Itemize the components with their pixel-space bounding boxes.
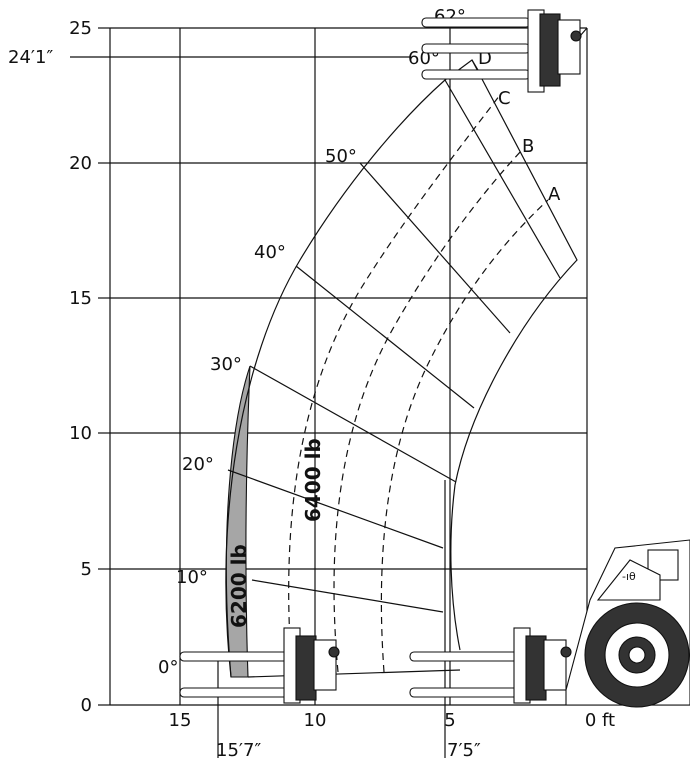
x-tick-label-10: 10 xyxy=(304,710,327,731)
x-tick-label-0: 0 ft xyxy=(585,710,615,731)
capacity-label-6200: 6200 lb xyxy=(227,544,251,628)
fork-carriage-bottom-right xyxy=(409,627,572,704)
max-height-label: 24′1″ xyxy=(8,47,53,68)
zone-letter-b: B xyxy=(522,136,534,157)
angle-label-20: 20° xyxy=(182,454,214,475)
angle-label-40: 40° xyxy=(254,242,286,263)
angle-line-10 xyxy=(251,579,444,613)
angle-label-10: 10° xyxy=(176,567,208,588)
y-tick-label-25: 25 xyxy=(69,18,92,39)
angle-line-60 xyxy=(444,79,561,279)
zone-letter-a: A xyxy=(548,184,561,205)
capacity-label-6400: 6400 lb xyxy=(301,438,325,522)
y-tick-label-5: 5 xyxy=(81,559,92,580)
envelope-base xyxy=(247,669,461,678)
machine-decal-icon: -ıθ xyxy=(622,570,636,583)
envelope-inner xyxy=(450,484,461,651)
telehandler-front: -ıθ xyxy=(565,539,690,708)
angle-line-50 xyxy=(359,162,511,334)
fork-carriage-bottom-left xyxy=(179,627,340,704)
y-tick-label-10: 10 xyxy=(69,423,92,444)
angle-label-30: 30° xyxy=(210,354,242,375)
angle-line-30 xyxy=(249,365,457,483)
reach-right-label: 7′5″ xyxy=(447,740,481,761)
chart-grid xyxy=(98,27,690,706)
y-tick-label-15: 15 xyxy=(69,288,92,309)
y-tick-label-20: 20 xyxy=(69,153,92,174)
angle-label-0: 0° xyxy=(158,657,178,678)
x-tick-label-5: 5 xyxy=(444,710,455,731)
envelope-right-edge xyxy=(454,59,578,486)
angle-label-50: 50° xyxy=(325,146,357,167)
angle-line-20 xyxy=(227,469,444,549)
envelope-outer xyxy=(225,59,479,678)
zone-line-b xyxy=(380,199,549,673)
zone-line-d xyxy=(288,94,501,673)
capacity-zone-6200 xyxy=(225,365,251,678)
fork-carriage-top xyxy=(421,9,588,93)
zone-letter-c: C xyxy=(498,88,511,109)
angle-line-40 xyxy=(295,265,475,409)
y-tick-label-0: 0 xyxy=(81,695,92,716)
x-tick-label-15: 15 xyxy=(169,710,192,731)
reach-left-label: 15′7″ xyxy=(216,740,261,761)
zone-line-c xyxy=(333,149,523,673)
